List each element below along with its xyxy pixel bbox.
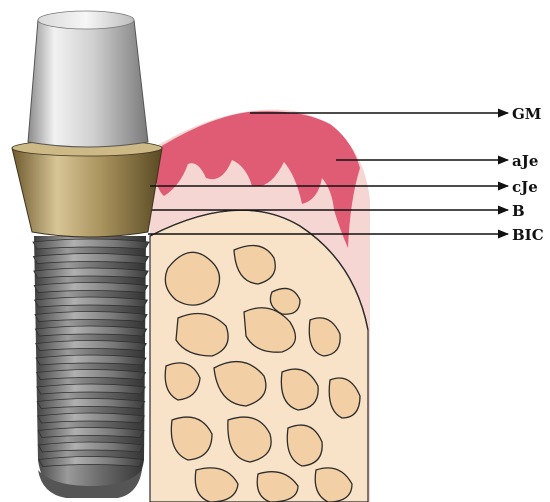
abutment	[28, 20, 148, 147]
abutment-top	[38, 11, 134, 29]
label-cje: cJe	[512, 178, 538, 196]
implant-fixture	[33, 236, 149, 498]
label-gm: GM	[512, 105, 541, 123]
label-bic: BIC	[512, 226, 544, 244]
label-b: B	[512, 202, 525, 220]
label-aje: aJe	[512, 152, 538, 170]
